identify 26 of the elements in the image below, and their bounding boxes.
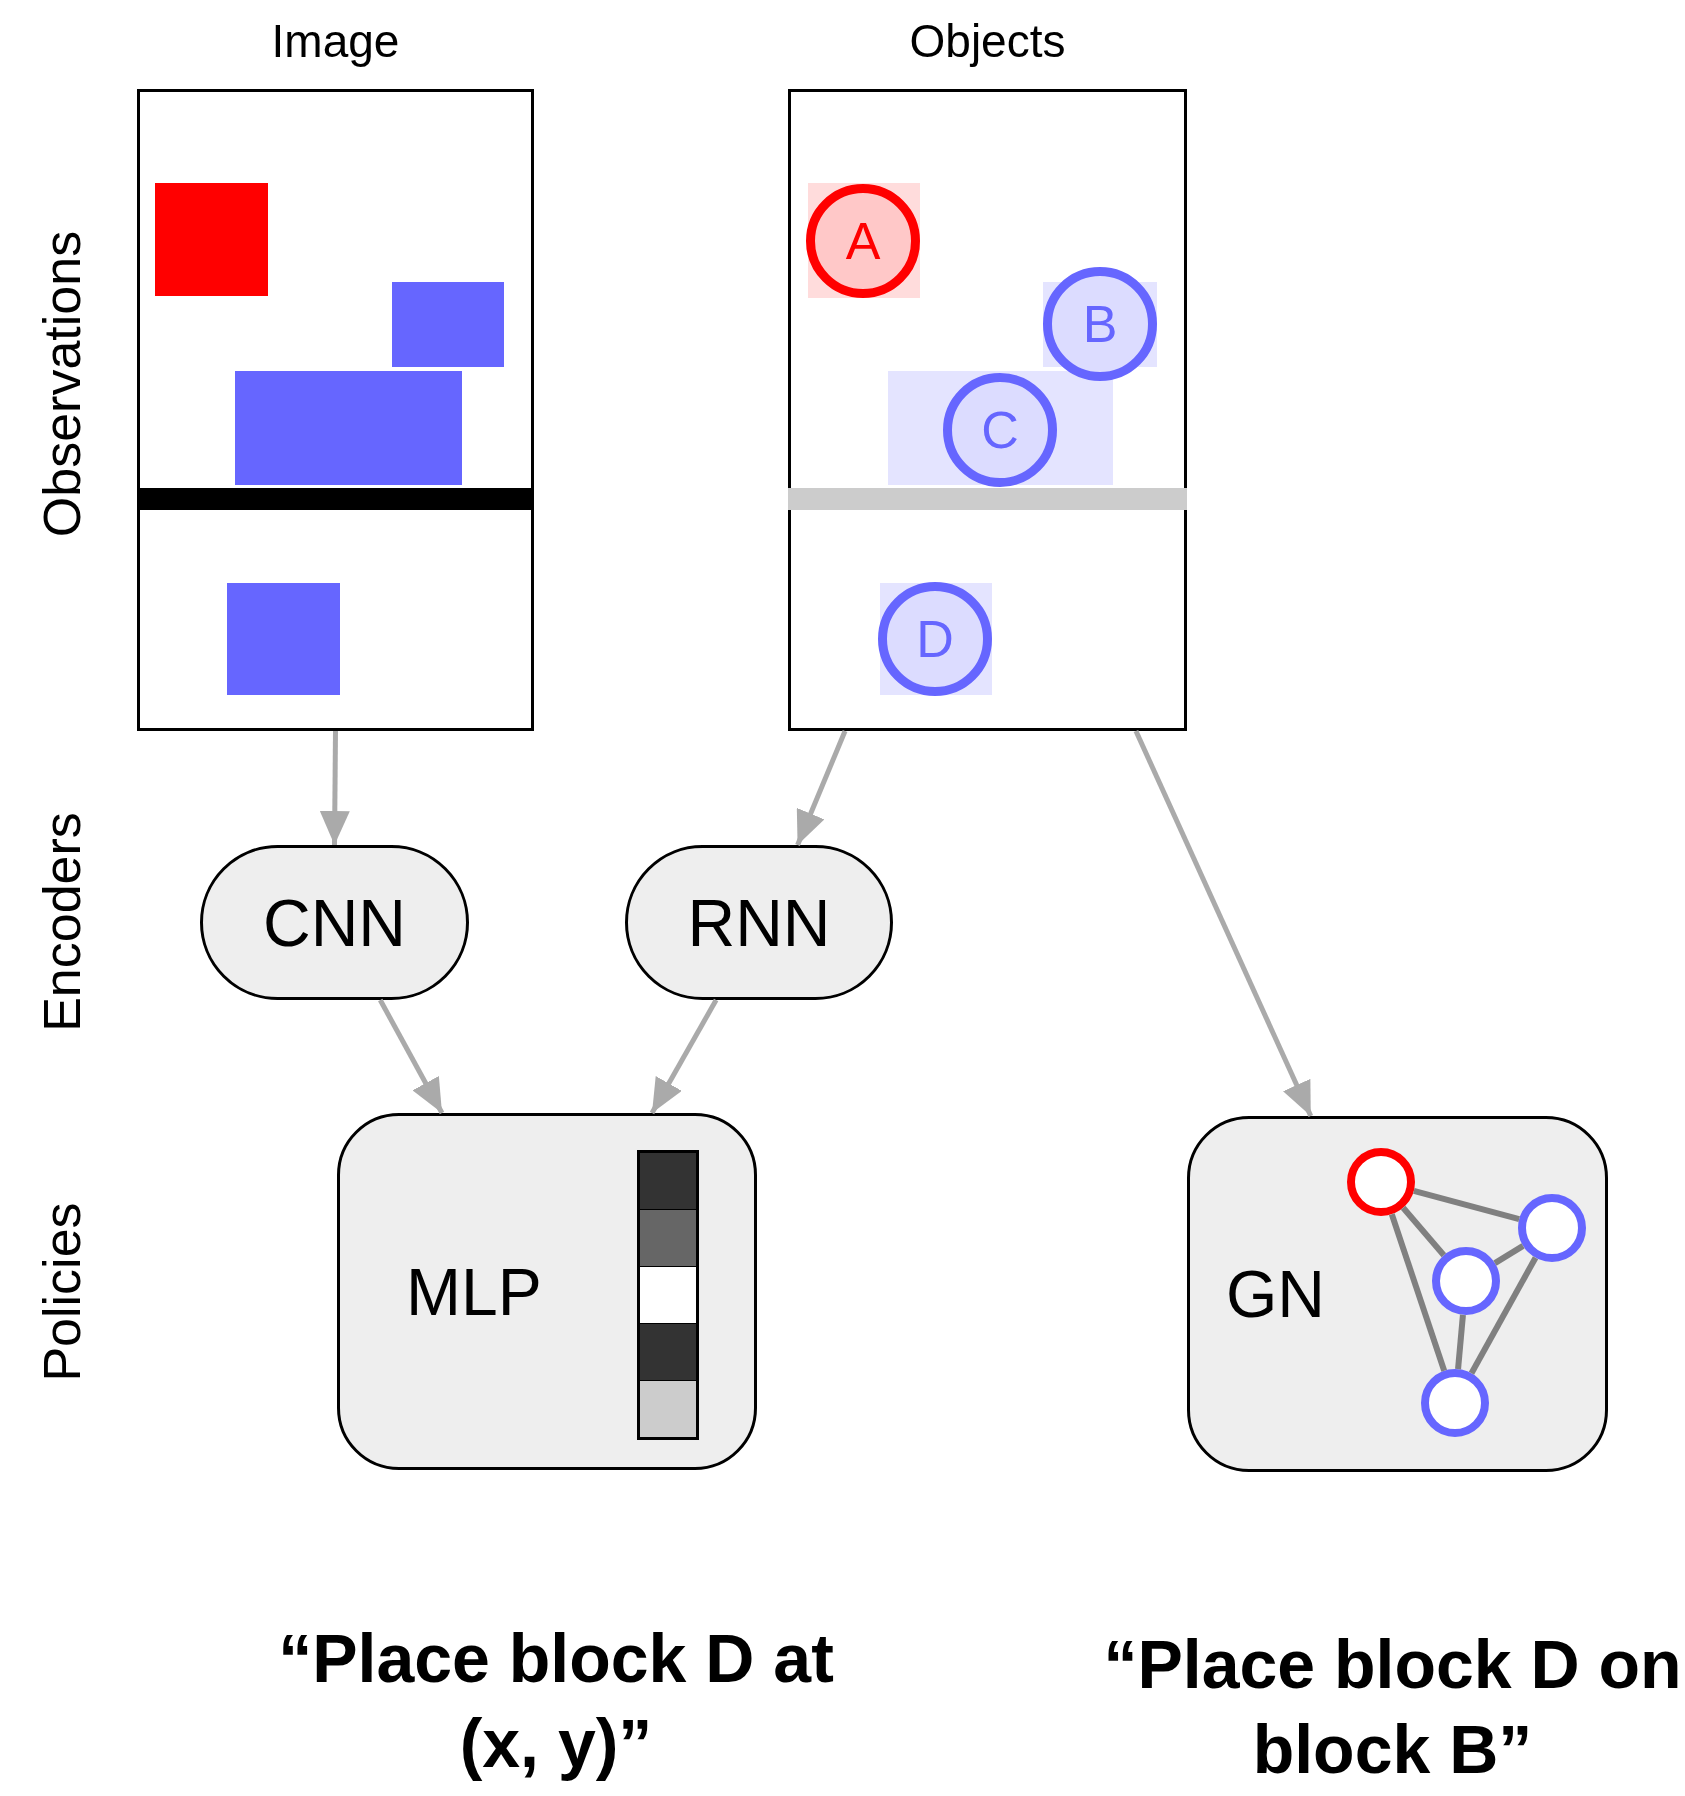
policy-label: MLP — [406, 1253, 542, 1330]
policy-box — [1187, 1116, 1608, 1472]
policy-box — [337, 1113, 757, 1470]
panel-heading: Objects — [908, 14, 1067, 68]
graph-edge — [1493, 1243, 1525, 1266]
row-label: Policies — [32, 1202, 92, 1382]
row-label: Encoders — [32, 812, 92, 1032]
policy-label: GN — [1226, 1256, 1325, 1332]
arrow — [795, 730, 848, 846]
graph-edge — [1413, 1187, 1520, 1223]
arrow — [649, 998, 719, 1115]
instruction-text: “Place block D at (x, y)” — [277, 1619, 835, 1783]
arrow — [1133, 729, 1314, 1118]
encoder-pill: CNN — [200, 845, 469, 1000]
graph-edge — [1388, 1213, 1448, 1372]
graph-edge — [1468, 1256, 1539, 1375]
arrow — [378, 998, 445, 1115]
encoder-pill: RNN — [625, 845, 893, 1000]
graph-edge — [1455, 1314, 1466, 1370]
object-circle: B — [1043, 267, 1157, 381]
row-label: Observations — [32, 230, 92, 538]
graph-node-circle — [1432, 1247, 1500, 1315]
panel-heading: Image — [270, 14, 401, 68]
instruction-text: “Place block D on block B” — [1102, 1625, 1683, 1789]
arrow — [319, 730, 350, 846]
graph-edge — [1400, 1205, 1447, 1258]
